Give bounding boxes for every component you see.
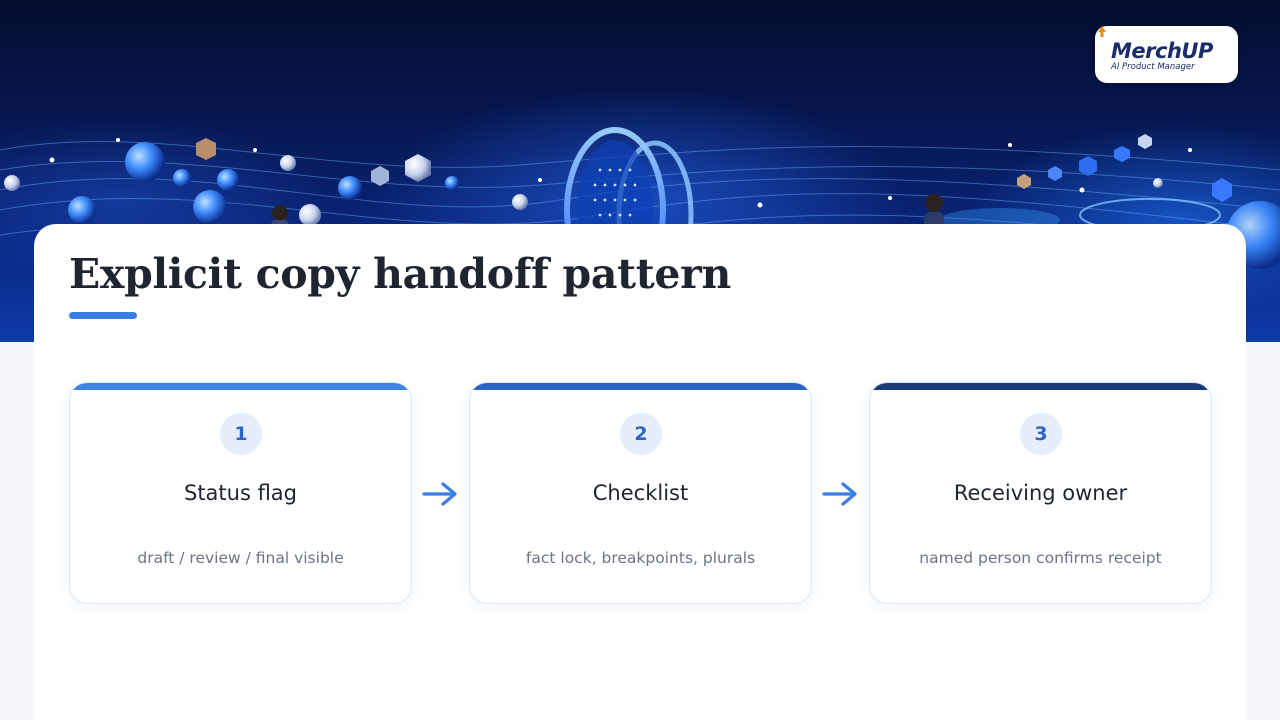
arrow-right-icon — [422, 482, 457, 506]
card-accent-bar — [870, 383, 1211, 390]
step-description: named person confirms receipt — [919, 549, 1162, 567]
step-description: fact lock, breakpoints, plurals — [525, 549, 756, 567]
arrow-right-icon — [822, 482, 857, 506]
step-number-badge: 2 — [620, 413, 662, 455]
brand-logo: MerchUP AI Product Manager — [1095, 26, 1238, 83]
logo-tagline: AI Product Manager — [1111, 62, 1195, 72]
step-title: Receiving owner — [953, 481, 1128, 505]
card-accent-bar — [470, 383, 811, 390]
page-title: Explicit copy handoff pattern — [69, 250, 731, 298]
step-number-badge: 1 — [220, 413, 262, 455]
card-accent-bar — [70, 383, 411, 390]
step-title: Status flag — [183, 481, 298, 505]
logo-wordmark: MerchUP — [1111, 39, 1213, 63]
step-description: draft / review / final visible — [137, 549, 344, 567]
step-card-2: 2 Checklist fact lock, breakpoints, plur… — [469, 382, 812, 604]
step-card-1: 1 Status flag draft / review / final vis… — [69, 382, 412, 604]
step-number-badge: 3 — [1020, 413, 1062, 455]
person-figure — [924, 194, 944, 228]
rocket-icon — [1098, 26, 1106, 37]
step-card-3: 3 Receiving owner named person confirms … — [869, 382, 1212, 604]
step-title: Checklist — [592, 481, 689, 505]
title-underline — [69, 312, 137, 319]
